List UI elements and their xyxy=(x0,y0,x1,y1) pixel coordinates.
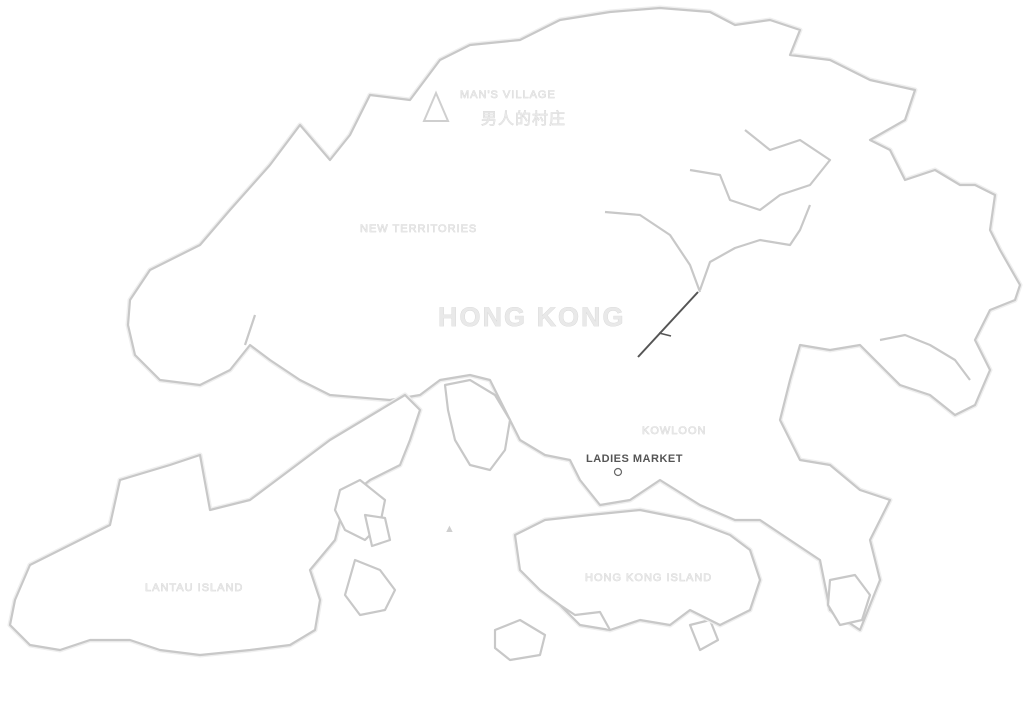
lantau-island-label: LANTAU ISLAND xyxy=(145,582,243,594)
triangle-icon xyxy=(422,90,450,122)
outlying-islands xyxy=(333,378,872,662)
lantau-island-landmass xyxy=(7,392,423,658)
dot-icon xyxy=(613,467,623,477)
kowloon-label: KOWLOON xyxy=(642,425,706,437)
ladies-market-marker[interactable]: LADIES MARKET xyxy=(586,453,683,477)
new-territories-landmass xyxy=(125,5,1023,633)
ladies-market-label: LADIES MARKET xyxy=(586,453,683,465)
new-territories-label: NEW TERRITORIES xyxy=(360,223,477,235)
route-line xyxy=(637,291,699,358)
mans-village-label: MAN'S VILLAGE xyxy=(460,89,556,101)
mans-village-marker[interactable]: MAN'S VILLAGE 男人的村庄 xyxy=(422,89,566,128)
map-title: HONG KONG xyxy=(438,302,626,332)
hong-kong-island-landmass xyxy=(512,507,763,633)
hong-kong-island-label: HONG KONG ISLAND xyxy=(585,572,712,584)
mans-village-label-zh: 男人的村庄 xyxy=(481,110,566,128)
small-triangle-icon: ▲ xyxy=(444,523,455,535)
